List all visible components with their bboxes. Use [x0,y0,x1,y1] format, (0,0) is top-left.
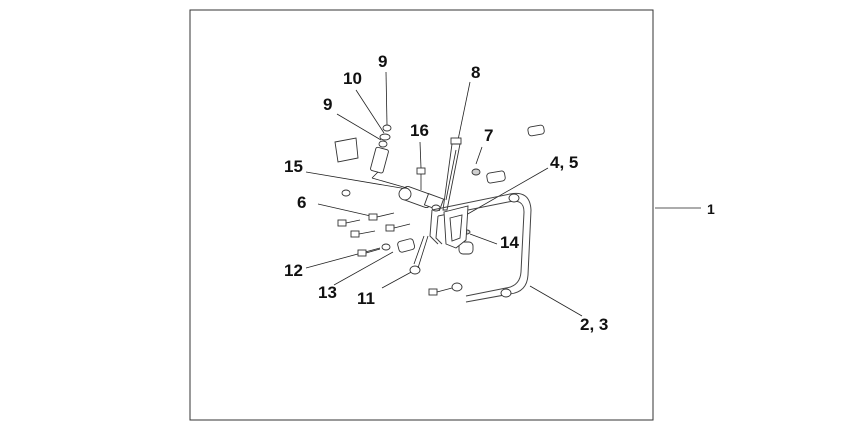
callout-10: 10 [343,69,362,88]
callout-1: 1 [707,201,715,217]
part-8-long-bolt [442,137,462,211]
diagram-frame [189,9,654,421]
callout-12: 12 [284,261,303,280]
callout-4-5: 4, 5 [550,153,578,172]
callout-9-top: 9 [378,52,387,71]
part-2-3-bracket [413,192,532,303]
part-16-screw [416,167,426,190]
callout-16: 16 [410,121,429,140]
callout-13: 13 [318,283,337,302]
callout-9-mid: 9 [323,95,332,114]
part-7-nut [471,168,481,176]
part-label-sheet [334,137,359,163]
part-9-10-washers [370,124,392,174]
part-13-spacer [381,238,416,253]
callout-14: 14 [500,233,519,252]
leader-lines [305,71,701,317]
callout-7: 7 [484,126,493,145]
callout-15: 15 [284,157,303,176]
part-6-bolts [337,189,411,238]
callout-11: 11 [357,289,375,308]
callout-2-3: 2, 3 [580,315,608,334]
part-bottom-bolt [428,282,463,296]
callout-8: 8 [471,63,480,82]
part-11-washer [409,265,421,275]
callout-6: 6 [297,193,306,212]
part-15-lock [371,171,445,212]
part-12-bolt [357,248,381,257]
part-spacers-right [486,124,545,184]
